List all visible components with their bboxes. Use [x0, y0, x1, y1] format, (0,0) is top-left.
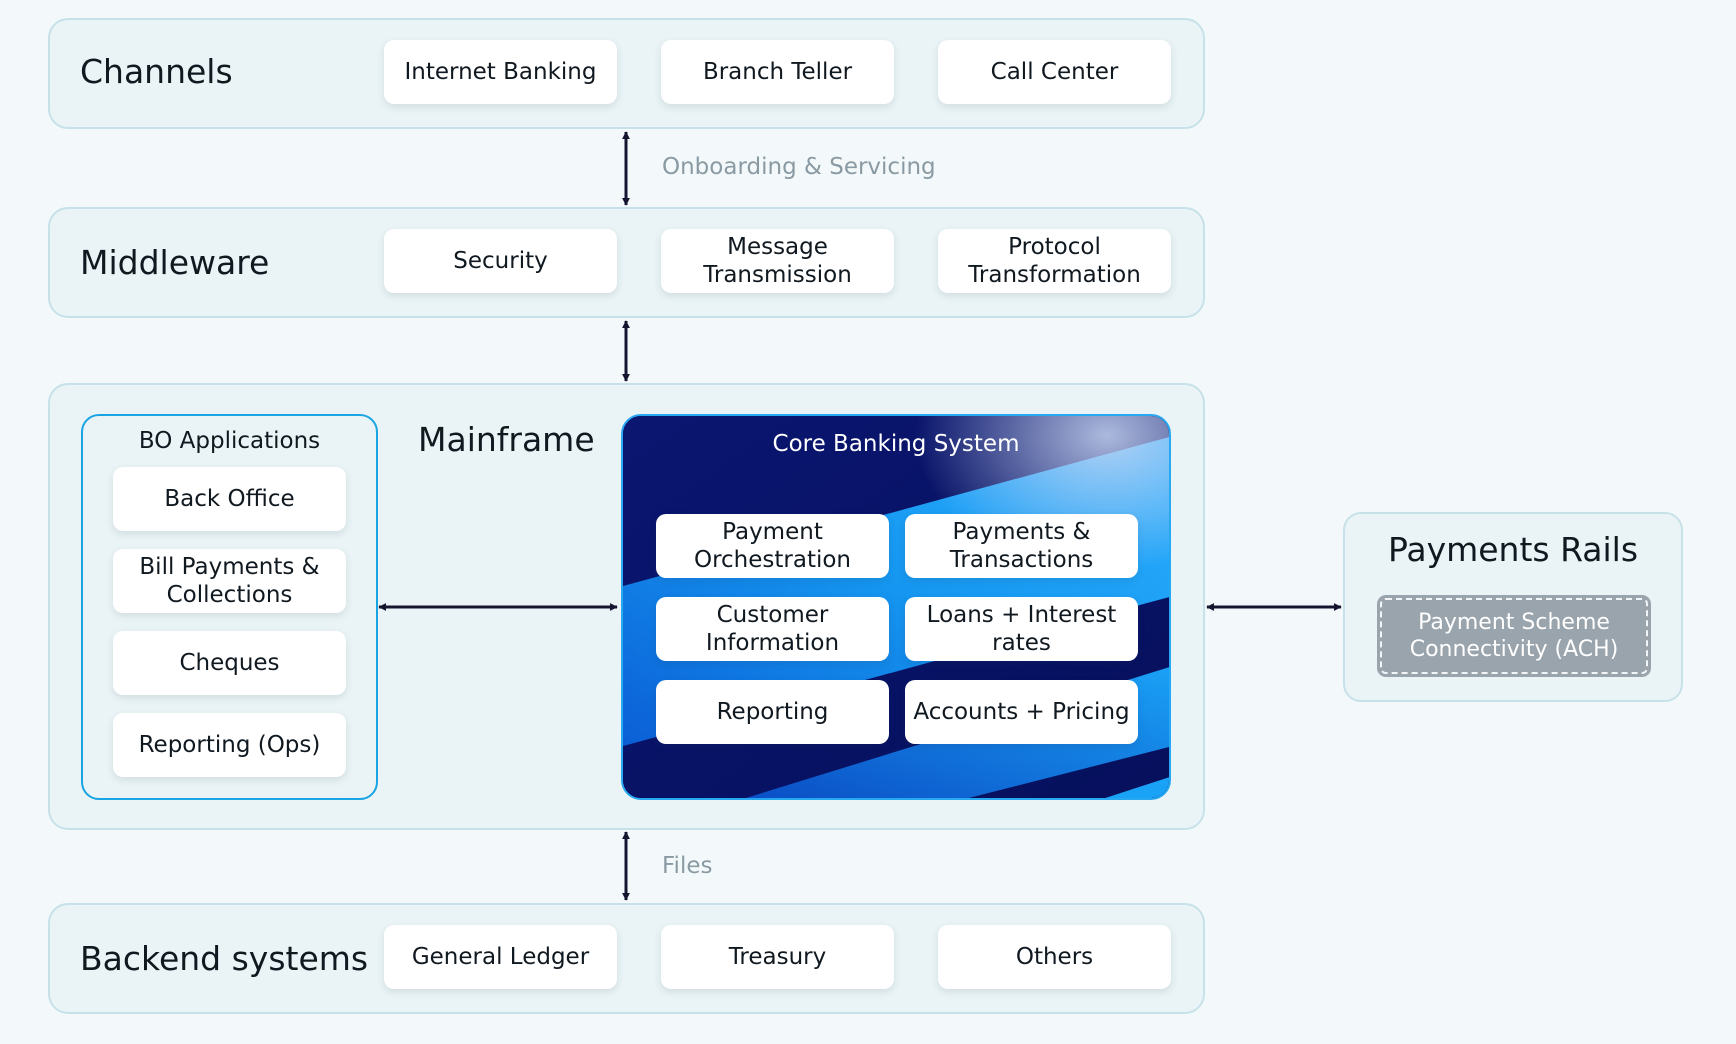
internet-banking-card: Internet Banking [384, 40, 617, 104]
back-office-card: Back Office [113, 467, 346, 531]
bo-applications-title: BO Applications [138, 428, 321, 454]
cheques-card: Cheques [113, 631, 346, 695]
channels-panel: Channels Internet Banking Branch Teller … [48, 18, 1205, 129]
core-banking-system: Core Banking System Payment Orchestratio… [621, 414, 1171, 800]
reporting-ops-card: Reporting (Ops) [113, 713, 346, 777]
branch-teller-card: Branch Teller [661, 40, 894, 104]
message-transmission-card: Message Transmission [661, 229, 894, 293]
core-banking-title: Core Banking System [772, 431, 1020, 457]
middleware-panel: Middleware Security Message Transmission… [48, 207, 1205, 318]
files-label: Files [662, 853, 713, 879]
security-card: Security [384, 229, 617, 293]
loans-interest-rates-card: Loans + Interest rates [905, 597, 1138, 661]
protocol-transformation-card: Protocol Transformation [938, 229, 1171, 293]
onboarding-servicing-label: Onboarding & Servicing [662, 154, 936, 180]
mainframe-title: Mainframe [418, 420, 595, 459]
bo-applications-group: BO Applications Back Office Bill Payment… [81, 414, 378, 800]
payment-scheme-connectivity-card: Payment Scheme Connectivity (ACH) [1380, 598, 1648, 674]
payments-transactions-card: Payments & Transactions [905, 514, 1138, 578]
treasury-card: Treasury [661, 925, 894, 989]
others-card: Others [938, 925, 1171, 989]
middleware-title: Middleware [80, 243, 270, 282]
customer-information-card: Customer Information [656, 597, 889, 661]
payments-rails-panel: Payments Rails Payment Scheme Connectivi… [1343, 512, 1683, 702]
bill-payments-collections-card: Bill Payments & Collections [113, 549, 346, 613]
payments-rails-title: Payments Rails [1387, 530, 1639, 569]
channels-title: Channels [80, 52, 233, 91]
payment-orchestration-card: Payment Orchestration [656, 514, 889, 578]
accounts-pricing-card: Accounts + Pricing [905, 680, 1138, 744]
backend-systems-panel: Backend systems General Ledger Treasury … [48, 903, 1205, 1014]
reporting-card: Reporting [656, 680, 889, 744]
backend-systems-title: Backend systems [80, 939, 369, 978]
mainframe-panel: BO Applications Back Office Bill Payment… [48, 383, 1205, 830]
general-ledger-card: General Ledger [384, 925, 617, 989]
call-center-card: Call Center [938, 40, 1171, 104]
